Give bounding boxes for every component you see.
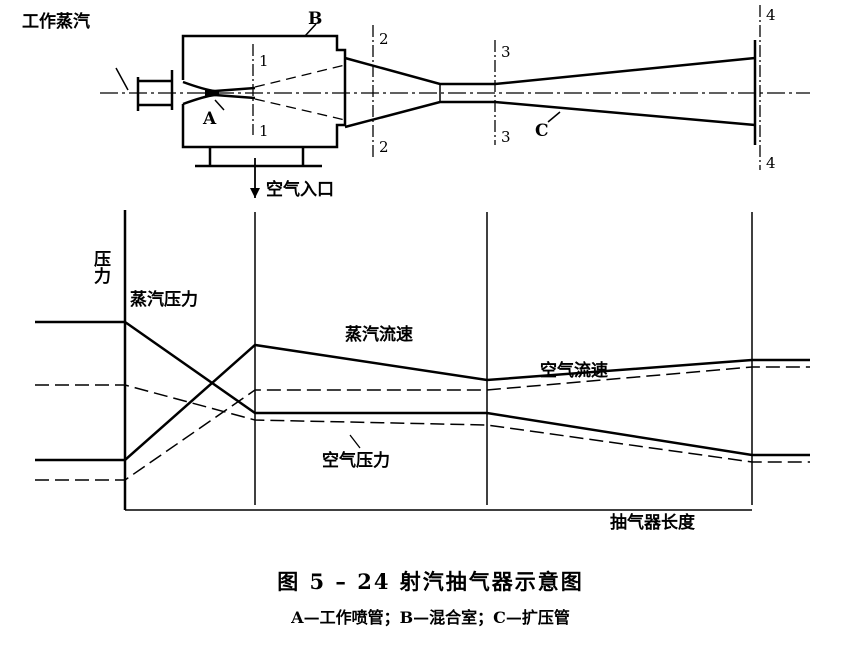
steam-leader: [115, 67, 129, 91]
air-velocity-line: [35, 366, 810, 481]
figure-title: 图 5 – 24 射汽抽气器示意图: [277, 569, 584, 594]
steam-pressure-line: [35, 320, 810, 457]
section-3-top: 3: [501, 43, 511, 61]
length-axis-label: 抽气器长度: [610, 512, 696, 533]
ejector-schematic: [100, 5, 810, 198]
section-3-bottom: 3: [501, 128, 511, 146]
nozzle-lower: [182, 93, 256, 106]
air-inlet-label: 空气入口: [266, 179, 334, 200]
air-pressure-label: 空气压力: [322, 450, 390, 471]
nozzle-upper: [182, 80, 256, 93]
pressure-axis-label: 压力: [90, 250, 111, 285]
section-1-bottom: 1: [259, 122, 269, 140]
section-2-top: 2: [379, 30, 389, 48]
diffuser-upper: [344, 56, 756, 86]
steam-velocity-label: 蒸汽流速: [345, 324, 413, 345]
label-c: C: [535, 121, 549, 141]
section-2-bottom: 2: [379, 138, 389, 156]
section-4-bottom: 4: [766, 154, 776, 172]
label-a: A: [202, 109, 217, 129]
steam-pressure-label: 蒸汽压力: [130, 289, 198, 310]
characteristic-plot: [35, 210, 810, 511]
steam-velocity-line: [35, 343, 810, 462]
diffuser-lower: [344, 100, 756, 129]
section-1-top: 1: [259, 52, 269, 70]
working-steam-label: 工作蒸汽: [22, 11, 90, 32]
air-velocity-label: 空气流速: [540, 360, 608, 381]
figure-legend: A—工作喷管；B—混合室；C—扩压管: [291, 608, 570, 627]
air-pressure-line: [35, 384, 810, 463]
labels: 工作蒸汽 A B C 1 1 2 2 3 3 4 4 空气入口 压力 抽气器长度…: [22, 6, 776, 533]
mixing-chamber: [181, 34, 347, 149]
label-b: B: [308, 9, 322, 29]
section-4-top: 4: [766, 6, 776, 24]
